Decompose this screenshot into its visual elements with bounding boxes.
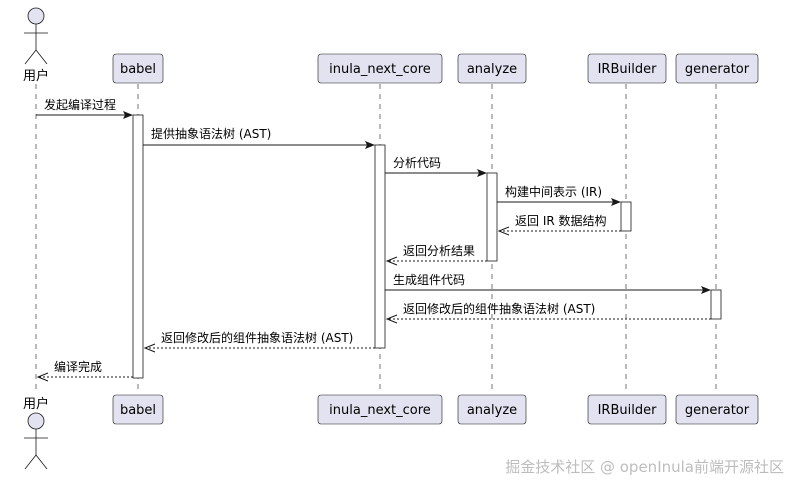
participant-label-generator: generator: [685, 62, 750, 77]
arrowhead-icon: [123, 111, 133, 119]
actor-label-top: 用户: [23, 68, 49, 84]
participant-box-babel: [112, 394, 164, 425]
arrowhead-icon: [385, 314, 398, 324]
participant-label-generator: generator: [685, 403, 750, 418]
participants-top: babel inula_next_core analyze IRBuilder …: [112, 53, 759, 84]
participant-label-irbuilder: IRBuilder: [598, 62, 657, 77]
actor-user-top: 用户: [23, 7, 49, 84]
actor-label-bottom: 用户: [23, 396, 49, 412]
arrowhead-icon: [36, 372, 49, 382]
actor-head-icon: [27, 412, 45, 430]
actor-head-icon: [27, 7, 45, 25]
arrowhead-icon: [385, 256, 398, 266]
watermark: 掘金技术社区 @ openInula前端开源社区: [505, 458, 784, 476]
arrowhead-icon: [143, 343, 156, 353]
message-label: 分析代码: [393, 156, 441, 170]
message-label: 生成组件代码: [393, 273, 465, 287]
activation-analyze: [486, 172, 498, 262]
arrowhead-icon: [611, 198, 621, 206]
participant-label-babel: babel: [120, 62, 156, 77]
arrowhead-icon: [365, 141, 375, 149]
arrowhead-icon: [497, 226, 510, 236]
messages: 发起编译过程 提供抽象语法树 (AST) 分析代码 构建中间表示 (IR) 返回…: [36, 97, 711, 382]
message-label: 提供抽象语法树 (AST): [151, 126, 271, 141]
participant-box-analyze: [457, 394, 527, 425]
message-label: 返回修改后的组件抽象语法树 (AST): [161, 330, 353, 345]
message-label: 编译完成: [54, 359, 102, 374]
participant-box-irbuilder: [587, 394, 667, 425]
participant-label-inula-next-core: inula_next_core: [329, 62, 431, 77]
message-label: 发起编译过程: [44, 97, 116, 112]
arrowhead-icon: [701, 286, 711, 294]
actor-user-bottom: 用户: [23, 396, 49, 470]
participant-label-irbuilder: IRBuilder: [598, 403, 657, 418]
participants-bottom: babel inula_next_core analyze IRBuilder …: [112, 394, 759, 425]
message-label: 返回 IR 数据结构: [515, 213, 607, 228]
activation-inula-next-core: [374, 144, 386, 349]
participant-box-analyze: [457, 53, 527, 84]
message-label: 返回分析结果: [403, 244, 475, 258]
activation-babel: [132, 114, 144, 379]
participant-box-irbuilder: [587, 53, 667, 84]
activation-bars: [132, 114, 722, 379]
participant-label-analyze: analyze: [467, 403, 517, 418]
participant-box-inula-next-core: [317, 53, 443, 84]
message-label: 构建中间表示 (IR): [505, 184, 602, 199]
participant-label-analyze: analyze: [467, 62, 517, 77]
participant-label-inula-next-core: inula_next_core: [329, 403, 431, 418]
activation-irbuilder: [620, 201, 632, 232]
participant-box-generator: [675, 53, 759, 84]
participant-box-generator: [675, 394, 759, 425]
participant-box-babel: [112, 53, 164, 84]
participant-label-babel: babel: [120, 403, 156, 418]
message-label: 返回修改后的组件抽象语法树 (AST): [403, 301, 595, 316]
participant-box-inula-next-core: [317, 394, 443, 425]
activation-generator: [710, 289, 722, 320]
arrowhead-icon: [477, 169, 487, 177]
